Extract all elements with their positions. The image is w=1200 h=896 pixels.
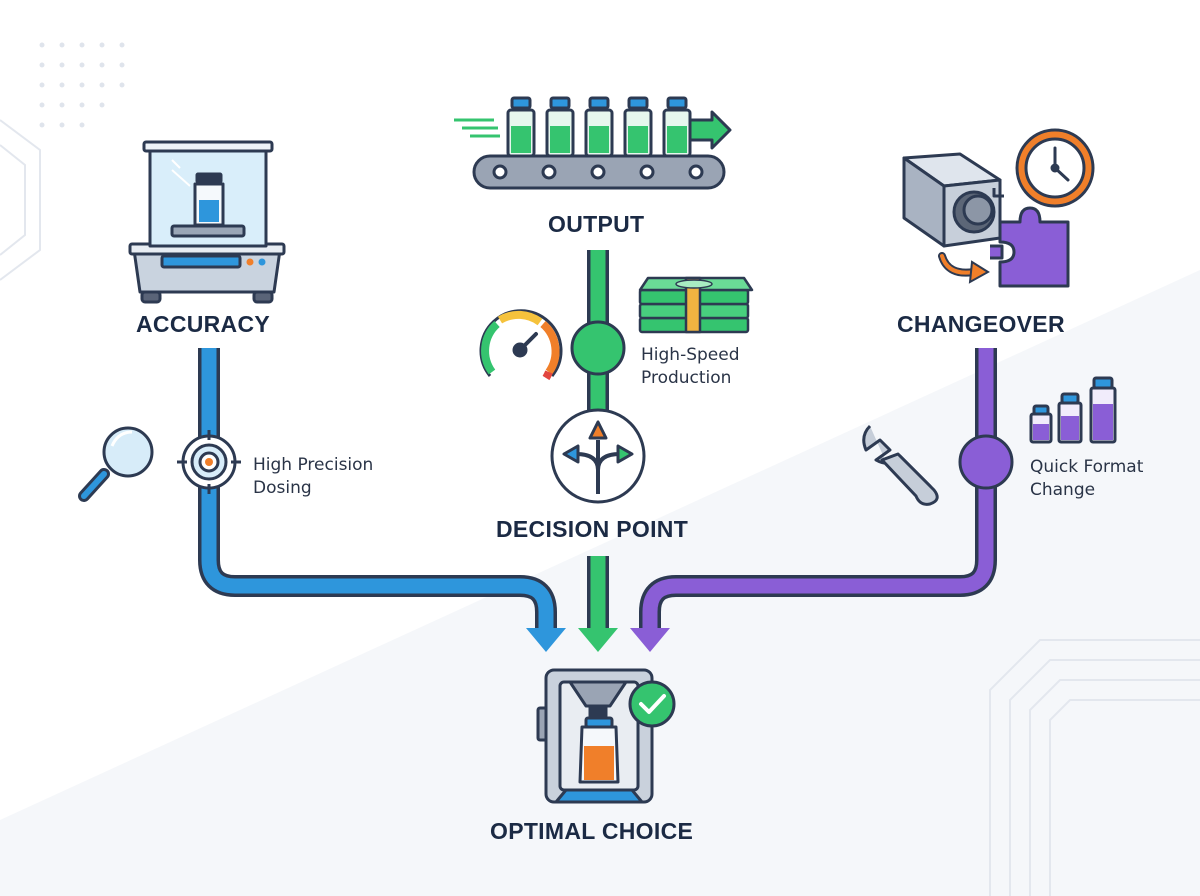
corner-lines-left [0, 119, 41, 281]
speedometer-icon [479, 309, 563, 381]
accuracy-caption-line-2: Dosing [253, 478, 312, 498]
magnifier-icon [78, 426, 154, 502]
clock-icon [1015, 128, 1095, 208]
corner-lines-right [989, 639, 1200, 896]
format-machine-icon [902, 152, 1004, 248]
wrench-icon [862, 424, 939, 506]
analytical-balance-icon [128, 140, 286, 304]
accuracy-flow-line [201, 348, 554, 630]
target-icon [177, 430, 241, 494]
split-arrows-icon [550, 408, 646, 504]
output-caption-line-1: High-Speed [641, 345, 740, 365]
accuracy-arrowhead [526, 628, 566, 652]
accuracy-caption-line-1: High Precision [253, 455, 374, 475]
output-caption: High-Speed Production [641, 344, 740, 390]
accuracy-title: ACCURACY [136, 311, 271, 337]
output-junction [570, 320, 626, 376]
changeover-caption-line-2: Change [1030, 480, 1096, 500]
money-stack-icon [638, 276, 754, 334]
changeover-flow-line [642, 348, 994, 630]
changeover-title: CHANGEOVER [897, 311, 1065, 337]
changeover-caption-line-1: Quick Format [1030, 457, 1144, 477]
accuracy-caption: High Precision Dosing [253, 454, 373, 500]
swap-arrow-icon [938, 252, 990, 284]
decision-point-title: DECISION POINT [496, 516, 689, 542]
changeover-arrowhead [630, 628, 670, 652]
output-caption-line-2: Production [641, 368, 732, 388]
vial-sizes-icon [1029, 376, 1117, 444]
dot-pattern [39, 42, 125, 128]
conveyor-vials-icon [454, 96, 732, 190]
filling-machine-icon [536, 668, 654, 804]
changeover-caption: Quick Format Change [1030, 456, 1143, 502]
optimal-choice-title: OPTIMAL CHOICE [490, 818, 694, 844]
output-arrowhead [578, 628, 618, 652]
output-title: OUTPUT [548, 211, 645, 237]
check-badge-icon [628, 680, 676, 728]
changeover-junction [958, 434, 1014, 490]
puzzle-icon [990, 206, 1070, 288]
